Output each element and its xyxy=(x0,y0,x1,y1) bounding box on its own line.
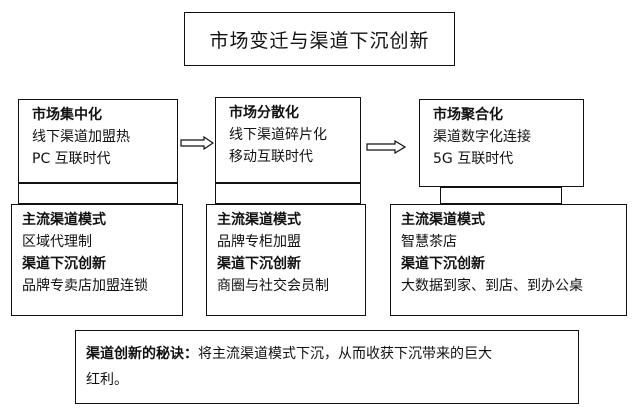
summary-text: 将主流渠道模式下沉，从而收获下沉带来的巨大 xyxy=(198,346,492,362)
stage-heading: 市场聚合化 xyxy=(433,107,503,123)
innovation-value: 商圈与社交会员制 xyxy=(217,278,329,294)
stage-box-aggregation: 市场聚合化 渠道数字化连接 5G 互联时代 xyxy=(419,99,584,187)
innovation-heading: 渠道下沉创新 xyxy=(22,256,106,272)
innovation-heading: 渠道下沉创新 xyxy=(401,256,485,272)
mode-heading: 主流渠道模式 xyxy=(217,212,301,228)
mode-value: 智慧茶店 xyxy=(401,234,457,250)
mode-heading: 主流渠道模式 xyxy=(401,212,485,228)
stage-line: 移动互联时代 xyxy=(229,149,313,165)
summary-label: 渠道创新的秘诀： xyxy=(86,346,198,362)
innovation-value: 品牌专卖店加盟连锁 xyxy=(22,278,148,294)
summary-line-1: 渠道创新的秘诀：将主流渠道模式下沉，从而收获下沉带来的巨大 xyxy=(86,341,568,367)
summary-box: 渠道创新的秘诀：将主流渠道模式下沉，从而收获下沉带来的巨大 红利。 xyxy=(75,330,579,404)
diagram-title: 市场变迁与渠道下沉创新 xyxy=(209,29,430,52)
stage-heading: 市场分散化 xyxy=(229,105,299,121)
mode-box-2: 主流渠道模式 品牌专柜加盟 渠道下沉创新 商圈与社交会员制 xyxy=(206,204,366,316)
double-arrow-icon xyxy=(180,136,214,150)
stage-box-dispersion: 市场分散化 线下渠道碎片化 移动互联时代 xyxy=(215,97,361,183)
double-arrow-icon xyxy=(366,140,406,154)
mode-box-1: 主流渠道模式 区域代理制 渠道下沉创新 品牌专卖店加盟连锁 xyxy=(11,204,183,316)
mode-heading: 主流渠道模式 xyxy=(22,212,106,228)
innovation-heading: 渠道下沉创新 xyxy=(217,256,301,272)
summary-line-2: 红利。 xyxy=(86,372,128,388)
mode-value: 品牌专柜加盟 xyxy=(217,234,301,250)
innovation-value: 大数据到家、到店、到办公桌 xyxy=(401,278,583,294)
connector-frame xyxy=(215,183,361,204)
mode-box-3: 主流渠道模式 智慧茶店 渠道下沉创新 大数据到家、到店、到办公桌 xyxy=(390,204,627,316)
stage-line: 线下渠道加盟热 xyxy=(32,129,130,145)
connector-frame xyxy=(18,183,178,204)
diagram-title-box: 市场变迁与渠道下沉创新 xyxy=(184,12,455,66)
stage-line: 渠道数字化连接 xyxy=(433,129,531,145)
stage-box-concentration: 市场集中化 线下渠道加盟热 PC 互联时代 xyxy=(18,99,178,183)
stage-line: 线下渠道碎片化 xyxy=(229,127,327,143)
stage-line: 5G 互联时代 xyxy=(433,151,514,167)
stage-line: PC 互联时代 xyxy=(32,151,111,167)
mode-value: 区域代理制 xyxy=(22,234,92,250)
connector-frame xyxy=(440,187,562,204)
stage-heading: 市场集中化 xyxy=(32,107,102,123)
